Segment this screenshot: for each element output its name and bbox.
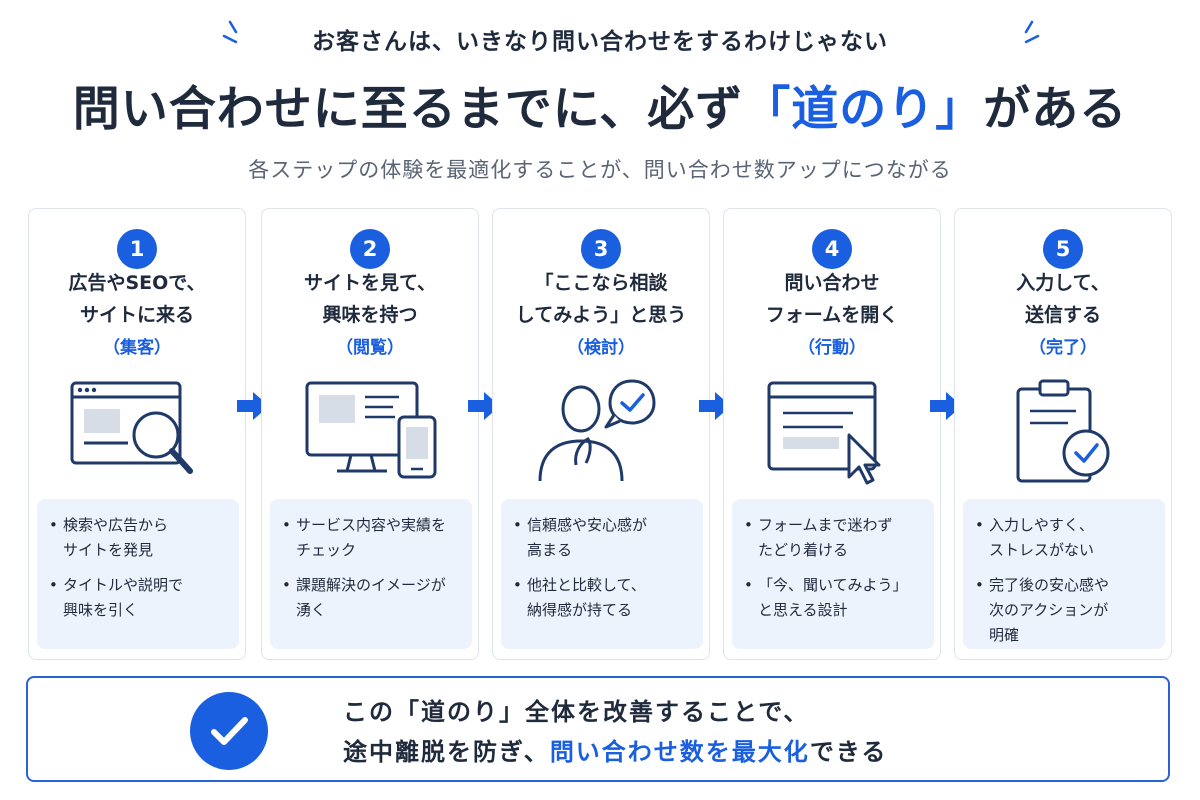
point-text: タイトルや説明で 興味を引く [63,576,184,619]
list-item: •「今、聞いてみよう」 と思える設計 [744,573,926,623]
headline-accent: 「道のり」 [743,82,984,137]
list-item: •サービス内容や実績を チェック [282,513,464,563]
step-points-panel: •検索や広告から サイトを発見 •タイトルや説明で 興味を引く [37,499,239,649]
kicker-text: お客さんは、いきなり問い合わせをするわけじゃない [312,29,888,55]
summary-line-1: この「道のり」全体を改善することで、 [343,698,810,726]
step-card-4: 4 問い合わせ フォームを開く （行動） •フォームまで迷わず たどり着ける •… [723,208,941,660]
list-item: •完了後の安心感や 次のアクションが 明確 [975,573,1157,648]
checkmark-icon [211,717,248,745]
list-item: •入力しやすく、 ストレスがない [975,513,1157,563]
browser-search-icon [70,381,193,474]
step-number-badge: 3 [581,229,621,269]
summary-line-2: 途中離脱を防ぎ、問い合わせ数を最大化できる [343,732,887,772]
step-number-badge: 5 [1043,229,1083,269]
point-text: 完了後の安心感や 次のアクションが 明確 [989,576,1110,644]
step-number-badge: 4 [812,229,852,269]
step-card-1: 1 広告やSEOで、 サイトに来る （集客） •検索や広告から サイトを発見 •… [28,208,246,660]
step-tag: （行動） [798,338,866,358]
check-circle-icon [190,692,268,770]
headline-pre: 問い合わせに至るまでに、必ず [72,82,744,137]
list-item: •タイトルや説明で 興味を引く [49,573,231,623]
step-title-line: 問い合わせ [784,272,880,294]
summary-text: この「道のり」全体を改善することで、 途中離脱を防ぎ、問い合わせ数を最大化できる [343,692,887,772]
point-text: 課題解決のイメージが 湧く [296,576,446,619]
step-points-panel: •信頼感や安心感が 高まる •他社と比較して、 納得感が持てる [501,499,703,649]
list-item: •検索や広告から サイトを発見 [49,513,231,563]
step-tag: （閲覧） [336,338,404,358]
sparkle-right-icon [1024,20,1040,44]
step-tag: （完了） [1029,338,1097,358]
step-title-line: サイトを見て、 [303,272,437,294]
summary-line-2-accent: 問い合わせ数を最大化 [549,738,810,766]
step-tag: （集客） [103,338,171,358]
point-text: 他社と比較して、 納得感が持てる [527,576,646,619]
page-title: 問い合わせに至るまでに、必ず「道のり」がある [0,70,1200,139]
point-text: 検索や広告から サイトを発見 [63,516,169,559]
point-text: サービス内容や実績を チェック [296,516,447,559]
subtitle: 各ステップの体験を最適化することが、問い合わせ数アップにつながる [248,158,952,182]
summary-box: この「道のり」全体を改善することで、 途中離脱を防ぎ、問い合わせ数を最大化できる [26,676,1170,782]
step-number-badge: 2 [350,229,390,269]
step-title-line: してみよう」と思う [515,304,687,326]
step-points-panel: •入力しやすく、 ストレスがない •完了後の安心感や 次のアクションが 明確 [963,499,1165,649]
list-item: •フォームまで迷わず たどり着ける [744,513,926,563]
form-cursor-icon [767,381,881,485]
step-card-5: 5 入力して、 送信する （完了） •入力しやすく、 ストレスがない •完了後の… [954,208,1172,660]
step-title-line: 「ここなら相談 [534,272,668,294]
step-points-panel: •サービス内容や実績を チェック •課題解決のイメージが 湧く [270,499,472,649]
person-thinking-check-icon [538,379,656,482]
desktop-mobile-icon [305,381,437,479]
sparkle-left-icon [222,20,238,44]
step-title-line: 入力して、 [1016,272,1110,294]
step-title: 広告やSEOで、 サイトに来る [29,267,245,331]
point-text: 「今、聞いてみよう」 と思える設計 [758,576,908,619]
summary-line-2-post: できる [809,738,888,766]
summary-line-2-pre: 途中離脱を防ぎ、 [343,738,550,766]
point-text: フォームまで迷わず たどり着ける [758,516,893,559]
headline-post: がある [983,82,1128,137]
step-title: 入力して、 送信する [955,267,1171,331]
point-text: 入力しやすく、 ストレスがない [989,516,1095,559]
step-number-badge: 1 [117,229,157,269]
step-tag: （検討） [567,338,635,358]
clipboard-check-icon [1016,379,1110,483]
step-title-line: フォームを開く [765,304,899,326]
step-title-line: 興味を持つ [322,304,418,326]
point-text: 信頼感や安心感が 高まる [527,516,648,559]
list-item: •課題解決のイメージが 湧く [282,573,464,623]
step-title: 問い合わせ フォームを開く [724,267,940,331]
step-title-line: 広告やSEOで、 [68,272,206,294]
step-title-line: サイトに来る [79,304,194,326]
step-points-panel: •フォームまで迷わず たどり着ける •「今、聞いてみよう」 と思える設計 [732,499,934,649]
step-card-3: 3 「ここなら相談 してみよう」と思う （検討） •信頼感や安心感が 高まる •… [492,208,710,660]
list-item: •信頼感や安心感が 高まる [513,513,695,563]
step-card-2: 2 サイトを見て、 興味を持つ （閲覧） •サービス内容や実績を チェック •課… [261,208,479,660]
step-title-line: 送信する [1024,304,1101,326]
step-title: サイトを見て、 興味を持つ [262,267,478,331]
list-item: •他社と比較して、 納得感が持てる [513,573,695,623]
step-title: 「ここなら相談 してみよう」と思う [493,267,709,331]
